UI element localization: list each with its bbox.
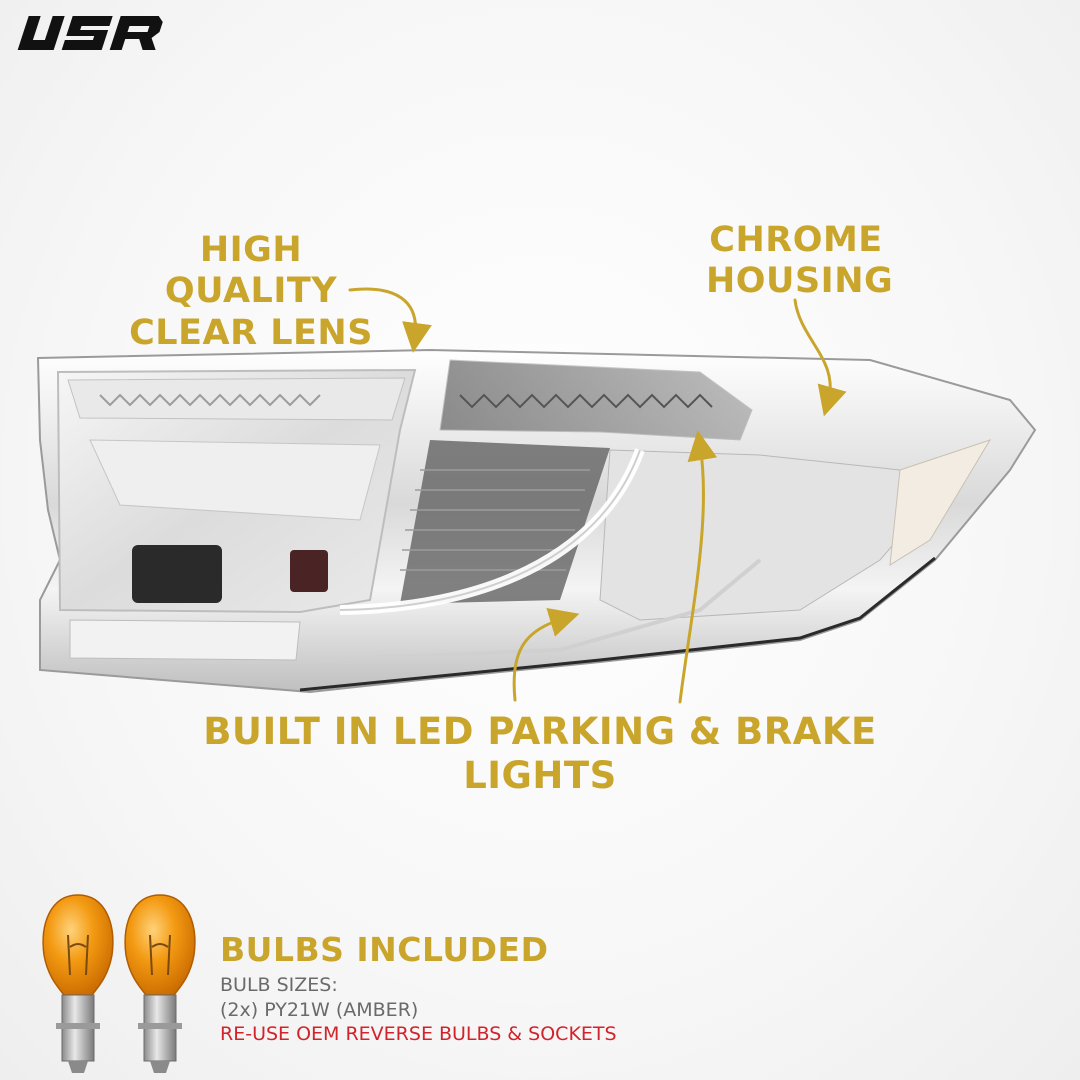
bulb-size-spec: (2x) PY21W (AMBER)	[220, 998, 419, 1021]
quarter-lamp-section	[319, 359, 992, 662]
led-lights-callout: BUILT IN LED PARKING & BRAKE LIGHTS	[203, 710, 877, 797]
amber-bulb-icon	[42, 894, 114, 1073]
callout-line: CLEAR LENS	[129, 312, 373, 353]
callout-arrows	[348, 287, 847, 704]
parking-callout-arrow	[512, 607, 580, 702]
bulbs-info: BULBS INCLUDED BULB SIZES: (2x) PY21W (A…	[220, 930, 617, 1047]
chrome-housing-callout: CHROME HOUSING	[706, 220, 894, 303]
bulbs-title: BULBS INCLUDED	[220, 930, 549, 969]
callout-line: CHROME	[709, 220, 883, 260]
bulb-sizes-label: BULB SIZES:	[220, 974, 338, 996]
amber-bulb-icon	[124, 894, 196, 1073]
callout-line: HOUSING	[706, 261, 894, 302]
trunk-lamp-section	[56, 368, 417, 661]
brand-logo	[17, 16, 163, 50]
housing-callout-arrow	[793, 298, 847, 417]
callout-line: HIGH QUALITY	[164, 230, 338, 312]
reuse-oem-note: RE-USE OEM REVERSE BULBS & SOCKETS	[220, 1023, 617, 1046]
clear-lens-callout: HIGH QUALITY CLEAR LENS	[126, 230, 376, 354]
lens-callout-arrow	[348, 287, 432, 353]
brake-callout-arrow	[678, 430, 718, 704]
